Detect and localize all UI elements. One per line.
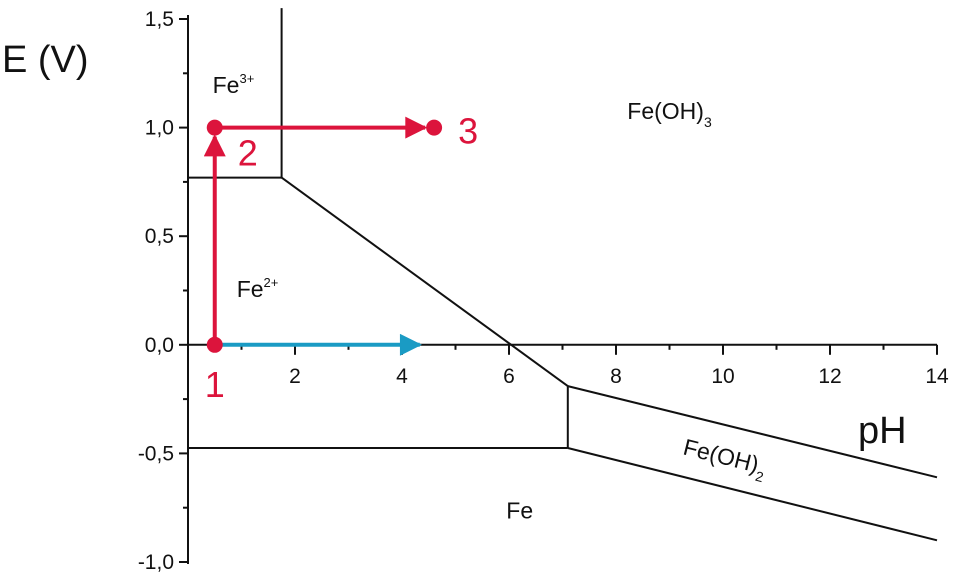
region-superscript: 3+ bbox=[239, 71, 254, 86]
state-point bbox=[206, 336, 223, 353]
paths-layer bbox=[203, 116, 428, 356]
x-axis-title: pH bbox=[858, 410, 907, 452]
y-tick-label: -0,5 bbox=[138, 442, 174, 465]
x-tick-label: 14 bbox=[925, 365, 949, 388]
state-point bbox=[426, 119, 443, 136]
boundaries-layer bbox=[188, 8, 938, 542]
points-layer: 1 2 3 bbox=[205, 111, 478, 405]
x-tick-label: 8 bbox=[610, 365, 622, 388]
region-name: Fe(OH) bbox=[681, 434, 762, 478]
region-name: Fe bbox=[213, 72, 240, 98]
x-tick-label: 6 bbox=[503, 365, 515, 388]
state-point-label: 1 bbox=[205, 364, 225, 405]
y-tick-label: 0,0 bbox=[145, 334, 174, 357]
region-subscript: 2 bbox=[754, 468, 766, 485]
boundary-line bbox=[567, 447, 938, 542]
y-tick-label: 0,5 bbox=[145, 225, 174, 248]
region-subscript: 3 bbox=[704, 114, 712, 130]
region-label: Fe(OH)2 bbox=[679, 434, 769, 486]
region-superscript: 2+ bbox=[264, 275, 279, 290]
region-name: Fe(OH) bbox=[627, 98, 704, 124]
boundary-line bbox=[281, 176, 569, 387]
region-name: Fe bbox=[237, 276, 264, 302]
x-tick-label: 10 bbox=[711, 365, 734, 388]
state-point-label: 3 bbox=[458, 111, 478, 152]
region-name: Fe bbox=[506, 498, 533, 524]
y-axis-title: E (V) bbox=[2, 39, 89, 81]
region-label: Fe3+ bbox=[213, 71, 255, 98]
state-point-label: 2 bbox=[238, 133, 258, 174]
x-tick-label: 4 bbox=[396, 365, 408, 388]
x-tick-label: 2 bbox=[289, 365, 301, 388]
state-point bbox=[206, 119, 223, 136]
region-label: Fe(OH)3 bbox=[627, 98, 712, 130]
y-tick-label: -1,0 bbox=[138, 551, 174, 574]
region-label: Fe bbox=[506, 498, 533, 524]
y-tick-label: 1,5 bbox=[145, 8, 174, 31]
y-tick-label: 1,0 bbox=[145, 117, 174, 140]
boundary-line bbox=[567, 385, 938, 479]
x-tick-label: 12 bbox=[818, 365, 841, 388]
region-label: Fe2+ bbox=[237, 275, 279, 302]
